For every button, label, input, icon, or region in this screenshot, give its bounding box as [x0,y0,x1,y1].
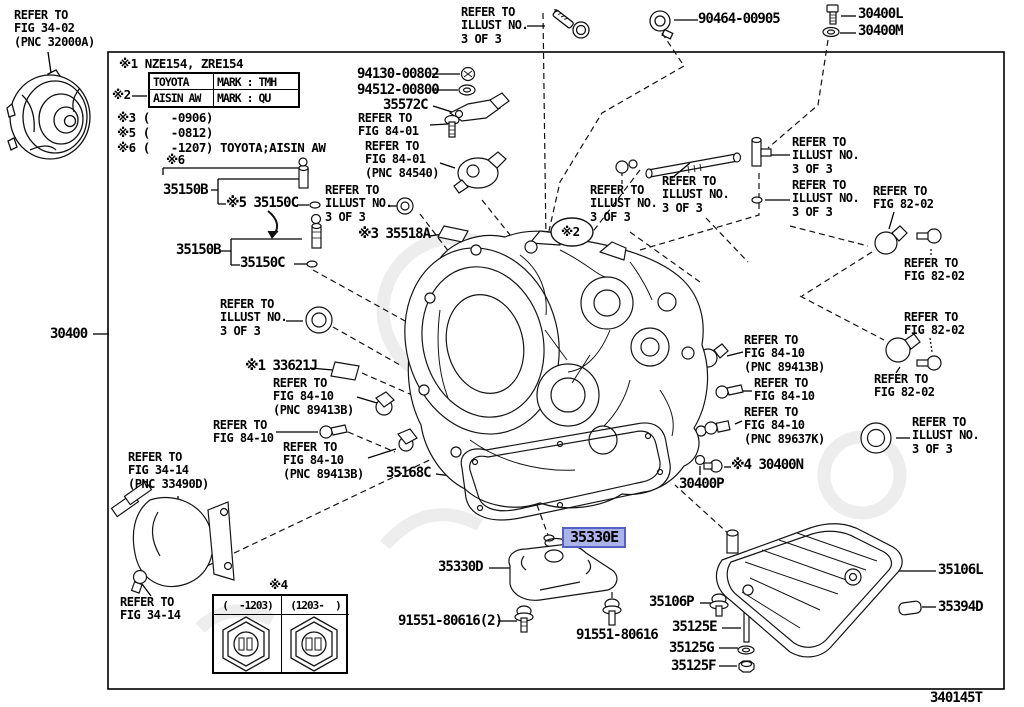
ref-fig-84-10-l2: REFER TO FIG 84-10 [213,418,274,446]
part-35572C[interactable]: 35572C [383,97,429,113]
ref-illust-seal-a: REFER TO ILLUST NO. 3 OF 3 [325,183,393,224]
hex-plug-drawings [222,616,338,672]
ref-illust-seal-b: REFER TO ILLUST NO. 3 OF 3 [220,297,288,338]
part-35518A[interactable]: ※3 35518A [358,226,431,242]
version-table-header: ( -1203) [214,596,281,615]
oil-strainer-drawing [508,534,618,601]
note-4: ※4 [269,577,288,592]
version-table: ( -1203) (1203- ) [212,594,349,674]
oil-pan-drawing [715,523,903,658]
ref-fig-34-14-pnc: REFER TO FIG 34-14 (PNC 33490D) [128,450,209,491]
note-1: ※1 NZE154, ZRE154 [119,56,244,71]
ref-fig-82-02-c: REFER TO FIG 82-02 [904,310,965,338]
part-30400[interactable]: 30400 [50,326,88,342]
part-91551-80616-2[interactable]: 91551-80616(2) [398,613,503,629]
part-35125F[interactable]: 35125F [671,658,717,674]
oil-cooler-drawing [110,480,235,594]
curved-arrow [267,210,279,239]
ref-illust-shaft-d: REFER TO ILLUST NO. 3 OF 3 [792,178,860,219]
top-bolt-drawing [552,9,590,39]
star2-oval [550,217,594,247]
part-35150B-1[interactable]: 35150B [163,182,209,198]
marks-table-cell: AISIN AW [150,90,214,106]
ref-illust-top: REFER TO ILLUST NO. 3 OF 3 [461,5,529,46]
part-35150C-2[interactable]: 35150C [240,255,286,271]
note-2: ※2 [112,87,131,102]
bolt-30400L-drawing [826,4,839,25]
washer-30400M-drawing [822,26,840,38]
o-ring-35330E-drawing [543,534,555,542]
dotted-pointer-lines [929,249,933,353]
part-35150B-2[interactable]: 35150B [176,242,222,258]
ref-fig-84-01: REFER TO FIG 84-01 [358,111,419,139]
part-35168C[interactable]: 35168C [386,465,432,481]
ref-illust-shaft-c: REFER TO ILLUST NO. 3 OF 3 [792,135,860,176]
note-3: ※3 ( -0906) [117,110,213,125]
ref-illust-seal-right: REFER TO ILLUST NO. 3 OF 3 [912,415,980,456]
part-35150C-1[interactable]: ※5 35150C [226,195,299,211]
part-35106P[interactable]: 35106P [649,594,695,610]
ref-fig-82-02-d: REFER TO FIG 82-02 [874,372,935,400]
note-6b: ※6 [166,152,185,167]
part-35125E[interactable]: 35125E [672,619,718,635]
part-30400M[interactable]: 30400M [858,23,904,39]
ref-fig-84-10-r3: REFER TO FIG 84-10 (PNC 89637K) [744,405,825,446]
part-30400P[interactable]: 30400P [679,476,725,492]
ref-fig-84-10-r2: REFER TO FIG 84-10 [754,376,815,404]
ref-fig-82-02-a: REFER TO FIG 82-02 [873,184,934,212]
part-90464-00905[interactable]: 90464-00905 [698,11,781,27]
version-table-header: (1203- ) [282,596,349,615]
note-5: ※5 ( -0812) [117,125,213,140]
part-35394D[interactable]: 35394D [938,599,984,615]
part-35106L[interactable]: 35106L [938,562,984,578]
part-35330E-highlighted[interactable]: 35330E [562,527,627,548]
marks-table-cell: TOYOTA [150,74,214,90]
part-94130-00802[interactable]: 94130-00802 [357,66,440,82]
marks-table-cell: MARK : QU [217,91,271,105]
part-94512-00800[interactable]: 94512-00800 [357,82,440,98]
marks-table: TOYOTA MARK : TMH AISIN AW MARK : QU [148,72,300,108]
clamp-90464-drawing [649,10,674,40]
marks-table-cell: MARK : TMH [214,74,298,90]
part-33621J[interactable]: ※1 33621J [245,358,318,374]
part-91551-80616[interactable]: 91551-80616 [576,627,659,643]
oil-pan-gasket-drawing [460,422,671,521]
torque-converter-drawing [6,69,91,160]
note-6: ※6 ( -1207) TOYOTA;AISIN AW [117,140,326,155]
ref-fig-84-10-l3: REFER TO FIG 84-10 (PNC 89413B) [283,440,364,481]
part-35125G[interactable]: 35125G [669,640,715,656]
ref-illust-shaft-a: REFER TO ILLUST NO. 3 OF 3 [590,183,658,224]
star2-oval-label: ※2 [561,224,580,239]
part-30400N[interactable]: ※4 30400N [731,457,804,473]
part-35330D[interactable]: 35330D [438,559,484,575]
ref-fig-84-01-pnc: REFER TO FIG 84-01 (PNC 84540) [365,139,439,180]
part-30400L[interactable]: 30400L [858,6,904,22]
transaxle-case-drawing [404,230,709,509]
diagram-frame [107,51,1005,690]
ref-fig-84-10-r1: REFER TO FIG 84-10 (PNC 89413B) [744,333,825,374]
ref-fig-34-14: REFER TO FIG 34-14 [120,595,181,623]
small-parts-drawings [298,66,942,673]
ref-fig-84-10-l1: REFER TO FIG 84-10 (PNC 89413B) [273,376,354,417]
ref-fig-82-02-b: REFER TO FIG 82-02 [904,256,965,284]
doc-number: 340145T [930,690,983,706]
ref-fig-34-02: REFER TO FIG 34-02 (PNC 32000A) [14,8,95,49]
version-table-divider [281,596,282,672]
ref-illust-shaft-b: REFER TO ILLUST NO. 3 OF 3 [662,174,730,215]
